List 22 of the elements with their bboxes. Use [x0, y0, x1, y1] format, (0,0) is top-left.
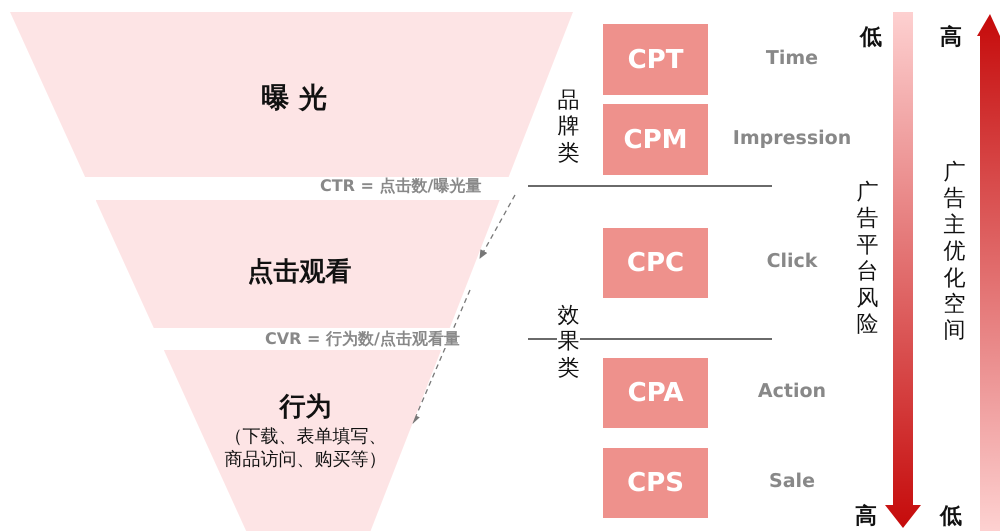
model-description: Sale [768, 470, 816, 492]
stage-title: 点击观看 [246, 256, 353, 289]
stage-title: 曝 光 [260, 80, 328, 116]
model-description: Action [756, 380, 828, 402]
scale-label: 高 [855, 505, 877, 530]
model-description: Impression [732, 126, 852, 148]
formula-label: CTR = 点击数/曝光量 [320, 177, 482, 195]
pricing-model-box: CPC [603, 228, 708, 298]
scale-label: 低 [940, 505, 962, 530]
scale-label: 低 [860, 26, 882, 50]
formula-label: CVR = 行为数/点击观看量 [265, 330, 460, 348]
model-description: Time [764, 46, 820, 68]
pricing-model-box: CPT [603, 24, 708, 95]
stage-title: 行为 [278, 391, 332, 424]
pricing-model-box: CPM [603, 104, 708, 175]
arrow [412, 290, 471, 424]
pricing-model-box: CPS [603, 448, 708, 518]
arrow [479, 194, 516, 259]
stage-description: （下载、表单填写、商品访问、购买等） [223, 425, 388, 472]
scale-label: 高 [940, 26, 962, 50]
model-description: Click [766, 250, 818, 272]
pricing-model-box: CPA [603, 358, 708, 428]
